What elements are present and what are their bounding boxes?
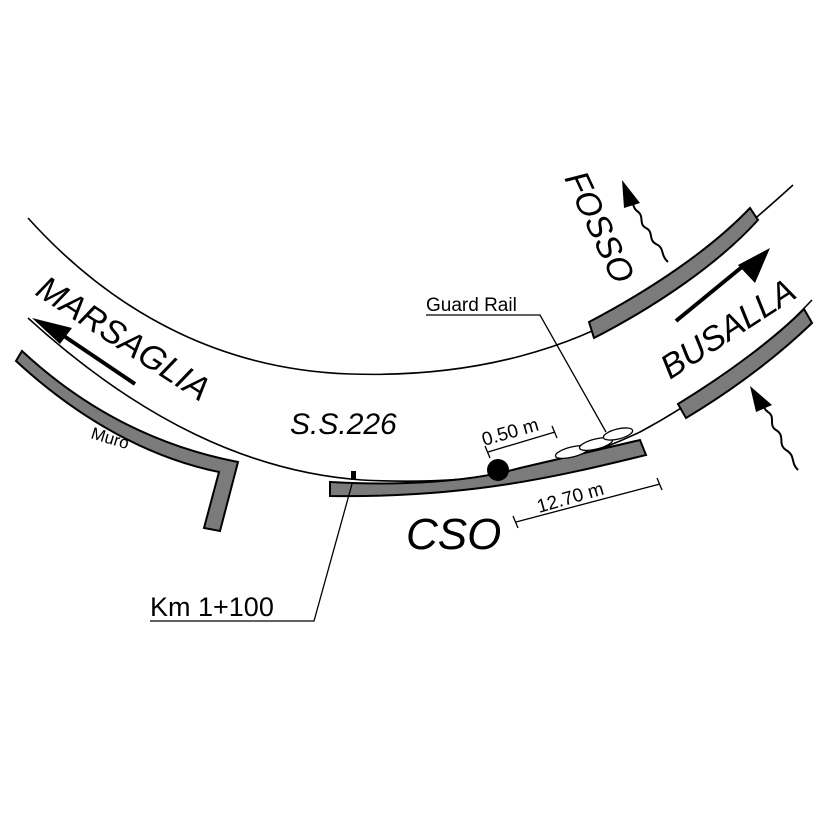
- busalla-arrow-icon: [674, 248, 770, 323]
- dim-large-line: [512, 477, 663, 529]
- fosso-label: FOSSO: [557, 165, 642, 289]
- km-leader: [150, 483, 353, 622]
- dim-large-label: 12.70 m: [535, 479, 607, 518]
- dim-small-line: [484, 425, 558, 459]
- marsaglia-arrow-icon: [32, 318, 137, 386]
- cso-wall: [329, 438, 648, 498]
- guard-rail-elements: [554, 427, 634, 460]
- lower-right-wall: [676, 307, 814, 420]
- road-name-label: S.S.226: [290, 408, 397, 441]
- muro-wall: [14, 349, 240, 533]
- road-lower-edge: [27, 299, 813, 483]
- guard-rail-label: Guard Rail: [426, 295, 517, 316]
- cso-point: [487, 459, 509, 481]
- km-marker: [351, 471, 356, 480]
- cso-label: CSO: [406, 510, 501, 559]
- km-label: Km 1+100: [150, 592, 274, 622]
- guard-rail-leader: [426, 314, 607, 433]
- upper-flow-arrow-icon: [622, 180, 669, 263]
- upper-right-wall: [587, 206, 760, 340]
- lower-flow-arrow-icon: [750, 386, 799, 471]
